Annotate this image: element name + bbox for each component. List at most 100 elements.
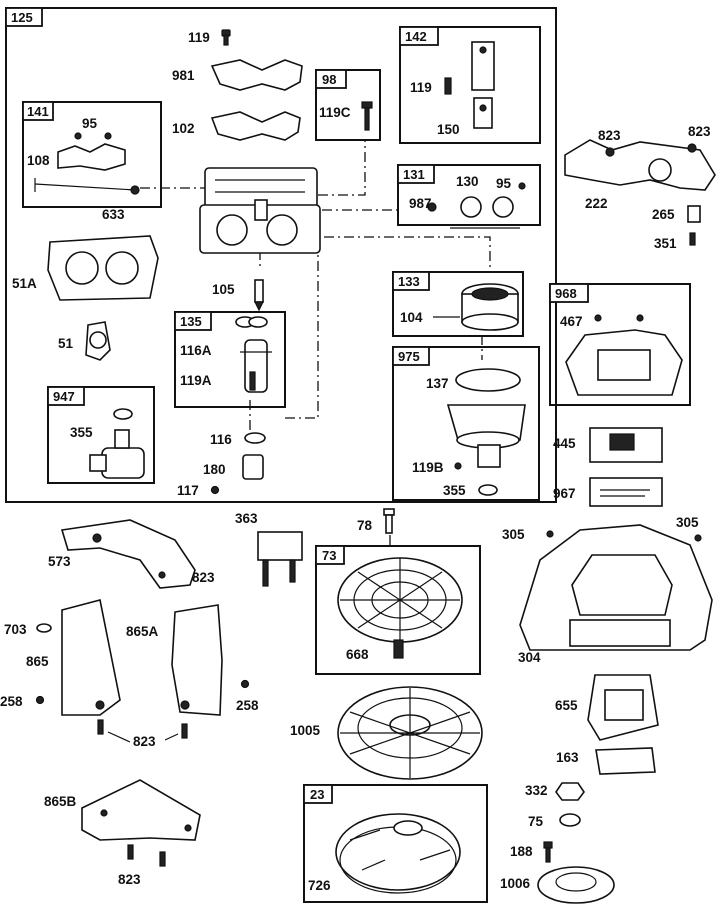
label-351: 351	[654, 236, 677, 251]
tag-968	[549, 283, 589, 303]
frame-98	[315, 69, 381, 141]
frame-141	[22, 101, 162, 208]
gasket-163-icon	[595, 747, 656, 775]
decal-967-icon	[589, 477, 663, 507]
frame-135	[174, 311, 286, 408]
label-119-top: 119	[188, 30, 210, 45]
label-445: 445	[553, 436, 576, 451]
screen-73-icon	[337, 557, 463, 659]
frame-947	[47, 386, 155, 484]
label-78: 78	[357, 518, 373, 533]
label-150: 150	[437, 122, 460, 137]
spring-265-icon	[687, 205, 701, 223]
shroud-865B-icon	[81, 779, 201, 841]
screw-117-icon	[210, 485, 220, 495]
rod-633-icon	[34, 178, 140, 195]
label-180: 180	[203, 462, 226, 477]
label-73: 73	[322, 548, 336, 563]
screw-258-a-icon	[35, 695, 45, 705]
label-51: 51	[58, 336, 74, 351]
label-355-975: 355	[443, 483, 466, 498]
solenoid-947-icon	[89, 408, 145, 479]
label-332: 332	[525, 783, 548, 798]
label-1006: 1006	[500, 876, 531, 891]
label-655: 655	[555, 698, 578, 713]
label-573: 573	[48, 554, 71, 569]
screw-188-icon	[543, 841, 553, 863]
panel-968-icon	[565, 314, 683, 396]
flywheel-23-icon	[335, 813, 461, 894]
label-116A: 116A	[180, 343, 212, 358]
decal-445-icon	[589, 427, 663, 463]
tag-73	[315, 545, 345, 565]
label-108: 108	[27, 153, 50, 168]
label-131: 131	[403, 167, 425, 182]
label-163: 163	[556, 750, 579, 765]
label-104: 104	[400, 310, 423, 325]
tag-141	[22, 101, 54, 121]
label-726: 726	[308, 878, 331, 893]
frame-131	[397, 164, 541, 226]
screws-823-d-icon	[97, 719, 188, 743]
label-668: 668	[346, 647, 369, 662]
label-258-a: 258	[0, 694, 23, 709]
label-355-947: 355	[70, 425, 93, 440]
flywheel-fan-1005-icon	[337, 686, 483, 780]
float-135-icon	[235, 316, 272, 393]
label-105: 105	[212, 282, 235, 297]
label-119C: 119C	[319, 105, 351, 120]
gasket-51A-icon	[47, 235, 159, 301]
gasket-102-icon	[210, 111, 301, 141]
tag-98	[315, 69, 347, 89]
assembly-frames: 125 141 98 142 131 133 135 947 975	[5, 7, 691, 903]
pulley-1006-icon	[537, 866, 615, 904]
gasket-51-icon	[85, 321, 111, 361]
label-865A: 865A	[126, 624, 159, 639]
label-981: 981	[172, 68, 195, 83]
label-51A: 51A	[12, 276, 37, 291]
screw-119-icon	[221, 29, 231, 46]
label-975: 975	[398, 349, 420, 364]
label-363: 363	[235, 511, 258, 526]
plate-108-icon	[57, 132, 126, 171]
frame-23	[303, 784, 488, 903]
label-95-141: 95	[82, 116, 98, 131]
label-142: 142	[405, 29, 427, 44]
label-135: 135	[180, 314, 202, 329]
label-117: 117	[177, 483, 199, 498]
baffle-573-icon	[60, 519, 196, 589]
frame-968	[549, 283, 691, 406]
label-102: 102	[172, 121, 195, 136]
frame-142	[399, 26, 541, 144]
tag-975	[392, 346, 430, 366]
label-119A: 119A	[180, 373, 212, 388]
label-304: 304	[518, 650, 541, 665]
frame-125	[5, 7, 557, 503]
carburetor-body-icon	[199, 167, 321, 254]
tag-125	[5, 7, 43, 27]
screw-119C-icon	[361, 101, 373, 131]
label-23: 23	[310, 787, 324, 802]
needle-105-icon	[254, 279, 264, 312]
tag-23	[303, 784, 333, 804]
screw-258-b-icon	[240, 679, 250, 689]
adapter-655-icon	[587, 674, 659, 741]
label-116: 116	[210, 432, 232, 447]
shroud-865-icon	[61, 599, 121, 716]
tag-133	[392, 271, 430, 291]
label-133: 133	[398, 274, 420, 289]
label-823-b: 823	[688, 124, 711, 139]
label-823-a: 823	[598, 128, 621, 143]
label-188: 188	[510, 844, 533, 859]
label-305-a: 305	[502, 527, 525, 542]
label-823-d: 823	[133, 734, 156, 749]
label-137: 137	[426, 376, 449, 391]
filter-housing-975-icon	[446, 368, 526, 496]
label-125: 125	[11, 10, 33, 25]
label-967: 967	[553, 486, 576, 501]
label-865B: 865B	[44, 794, 77, 809]
label-467: 467	[560, 314, 583, 329]
label-222: 222	[585, 196, 608, 211]
blower-housing-304-icon	[519, 524, 713, 651]
